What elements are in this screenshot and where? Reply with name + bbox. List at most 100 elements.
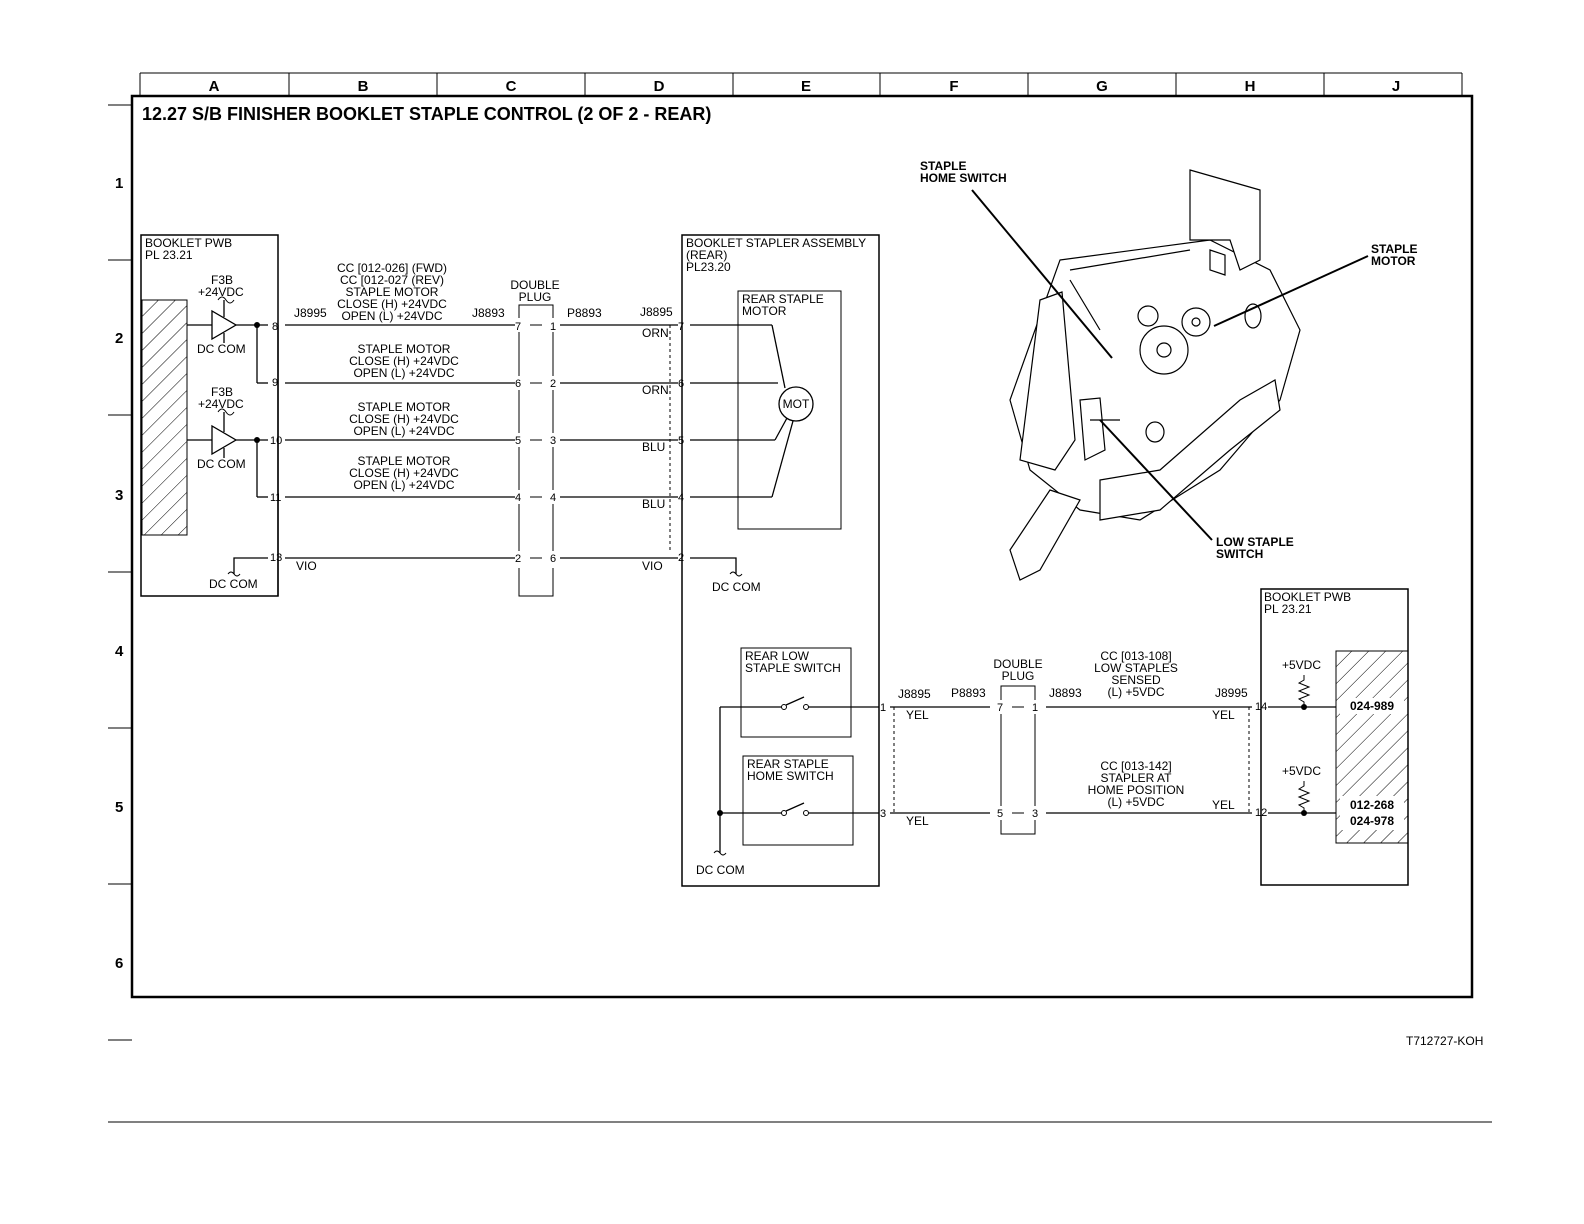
figure-id: T712727-KOH (1406, 1034, 1483, 1048)
column-header: A B C D E F G H J (139, 72, 1463, 95)
wire-color: ORN (642, 326, 669, 340)
rear-staple-motor-box (737, 290, 842, 530)
plug-label: PLUG (519, 290, 552, 304)
resistor (1297, 781, 1311, 813)
pin-number: 5 (515, 435, 521, 447)
row-header: 1 2 3 4 5 6 (108, 104, 132, 1041)
pin-number: 13 (270, 552, 282, 564)
pin-number: 12 (1255, 807, 1267, 819)
signal-label: CLOSE (H) +24VDC (349, 354, 459, 368)
pin-number: 11 (270, 492, 281, 504)
sensor-label: (L) +5VDC (1107, 685, 1164, 699)
sensor-label: (L) +5VDC (1107, 795, 1164, 809)
signal-label: CLOSE (H) +24VDC (349, 412, 459, 426)
pin-number: 9 (272, 377, 278, 389)
pin-number: 4 (678, 492, 684, 504)
signal-label: CLOSE (H) +24VDC (349, 466, 459, 480)
dc-com-label: DC COM (197, 342, 246, 356)
wire-color: VIO (296, 559, 317, 573)
motor-symbol-label: MOT (783, 397, 810, 411)
row-label: 1 (115, 175, 123, 192)
callout-label: HOME SWITCH (920, 171, 1007, 185)
pin-number: 5 (997, 808, 1003, 820)
signal-label: CLOSE (H) +24VDC (337, 297, 447, 311)
connector-label: J8893 (472, 306, 505, 320)
pin-number: 4 (550, 492, 556, 504)
wire-color: YEL (906, 708, 929, 722)
vdc-label: +5VDC (1282, 764, 1321, 778)
pin-number: 7 (515, 321, 521, 333)
pwb-pl: PL 23.21 (1264, 602, 1312, 616)
connector-label: J8995 (294, 306, 327, 320)
signal-label: CC [012-027 (REV) (340, 273, 444, 287)
assembly-pl: PL23.20 (686, 260, 731, 274)
connector-label: J8895 (640, 305, 673, 319)
sensor-label: CC [013-142] (1100, 759, 1171, 773)
column-label: D (654, 78, 665, 95)
callout-label: MOTOR (1371, 254, 1416, 268)
dc-com-label: DC COM (696, 863, 745, 877)
wire-color: BLU (642, 440, 665, 454)
fuse-label: F3B (211, 385, 233, 399)
sensor-label: STAPLER AT (1101, 771, 1173, 785)
pin-number: 2 (550, 378, 556, 390)
fuse-voltage: +24VDC (198, 397, 244, 411)
wire-harness-top-right: J8895 ORN ORN BLU BLU VIO (560, 305, 678, 573)
diagram-title: 12.27 S/B FINISHER BOOKLET STAPLE CONTRO… (142, 104, 711, 124)
pin-number: 6 (678, 378, 684, 390)
wire-harness-top: CC [012-026] (FWD) CC [012-027 (REV) STA… (277, 261, 515, 596)
row-label: 4 (115, 643, 124, 660)
switch-label: REAR STAPLE (747, 757, 829, 771)
signal-label: STAPLE MOTOR (358, 400, 451, 414)
assembly-name: BOOKLET STAPLER ASSEMBLY (686, 236, 866, 250)
callout-label: STAPLE (1371, 242, 1417, 256)
column-label: J (1392, 78, 1400, 95)
signal-label: OPEN (L) +24VDC (353, 424, 454, 438)
signal-label: STAPLE MOTOR (346, 285, 439, 299)
signal-label: CC [012-026] (FWD) (337, 261, 447, 275)
callout-label: LOW STAPLE (1216, 535, 1294, 549)
column-label: C (506, 78, 517, 95)
wire-color: ORN (642, 383, 669, 397)
dc-com-label: DC COM (712, 580, 761, 594)
sensor-label: SENSED (1111, 673, 1161, 687)
pin-number: 6 (550, 553, 556, 565)
column-label: H (1245, 78, 1256, 95)
pwb-name: BOOKLET PWB (1264, 590, 1351, 604)
pin-number: 10 (270, 435, 282, 447)
wire-color: YEL (1212, 708, 1235, 722)
rear-low-staple-switch-box (740, 647, 852, 738)
assembly-sub: (REAR) (686, 248, 727, 262)
pin-number: 6 (515, 378, 521, 390)
pin-number: 1 (1032, 702, 1038, 714)
wire-color: YEL (1212, 798, 1235, 812)
row-label: 6 (115, 955, 123, 972)
column-label: B (358, 78, 369, 95)
pwb-pl: PL 23.21 (145, 248, 193, 262)
connector-label: J8893 (1049, 686, 1082, 700)
signal-label: OPEN (L) +24VDC (353, 478, 454, 492)
pin-number: 1 (550, 321, 556, 333)
column-label: A (209, 78, 220, 95)
driver-triangle (211, 309, 238, 341)
callout-label: STAPLE (920, 159, 966, 173)
dc-com-label: DC COM (209, 577, 258, 591)
wire-color: VIO (642, 559, 663, 573)
plug-label: PLUG (1002, 669, 1035, 683)
resistor (1297, 675, 1311, 707)
pin-number: 2 (515, 553, 521, 565)
row-label: 5 (115, 799, 123, 816)
stapler-assembly: BOOKLET STAPLER ASSEMBLY (REAR) PL23.20 … (678, 234, 886, 887)
fuse-label: F3B (211, 273, 233, 287)
motor-box-label: MOTOR (742, 304, 787, 318)
connector-label: P8893 (951, 686, 986, 700)
wire-color: YEL (906, 814, 929, 828)
diagram-frame (130, 94, 1474, 999)
row-label: 3 (115, 487, 123, 504)
signal-label: OPEN (L) +24VDC (353, 366, 454, 380)
pullup-symbol (217, 408, 235, 416)
switch-label: REAR LOW (745, 649, 810, 663)
pin-number: 1 (880, 702, 886, 714)
booklet-pwb-left: BOOKLET PWB PL 23.21 F3B +24VDC DC COM F… (140, 234, 327, 597)
plug-label: DOUBLE (993, 657, 1042, 671)
